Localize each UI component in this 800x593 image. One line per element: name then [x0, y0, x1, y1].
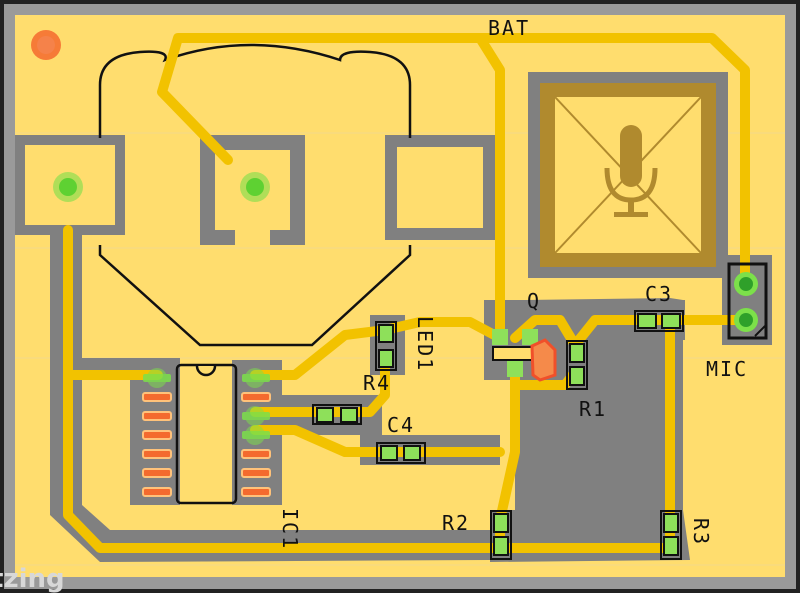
label-r3: R3: [689, 518, 713, 546]
mic-connector[interactable]: [727, 262, 768, 340]
microphone-icon: [604, 125, 658, 217]
label-c4: C4: [387, 413, 415, 437]
smd-pads[interactable]: [312, 310, 684, 560]
c4-footprint[interactable]: [376, 442, 426, 464]
r4-footprint[interactable]: [312, 404, 362, 425]
battery-pins[interactable]: [53, 172, 270, 202]
label-ic1: IC1: [278, 508, 302, 550]
label-r4: R4: [363, 371, 391, 395]
label-bat: BAT: [488, 16, 530, 40]
watermark: fritzing: [0, 564, 65, 593]
label-r1: R1: [579, 397, 607, 421]
label-led1: LED1: [413, 316, 437, 372]
label-mic: MIC: [706, 357, 748, 381]
r2-footprint[interactable]: [490, 510, 512, 560]
q-thermal-pad: [530, 338, 557, 382]
label-r2: R2: [442, 511, 470, 535]
led1-footprint[interactable]: [375, 321, 397, 371]
label-c3: C3: [645, 282, 673, 306]
c3-footprint[interactable]: [634, 310, 684, 332]
microphone-component[interactable]: [528, 72, 728, 278]
ic1-component[interactable]: [142, 363, 271, 505]
r1-footprint[interactable]: [566, 340, 588, 390]
q-transistor[interactable]: [492, 329, 557, 382]
label-q: Q: [527, 289, 541, 313]
r3-footprint[interactable]: [660, 510, 682, 560]
